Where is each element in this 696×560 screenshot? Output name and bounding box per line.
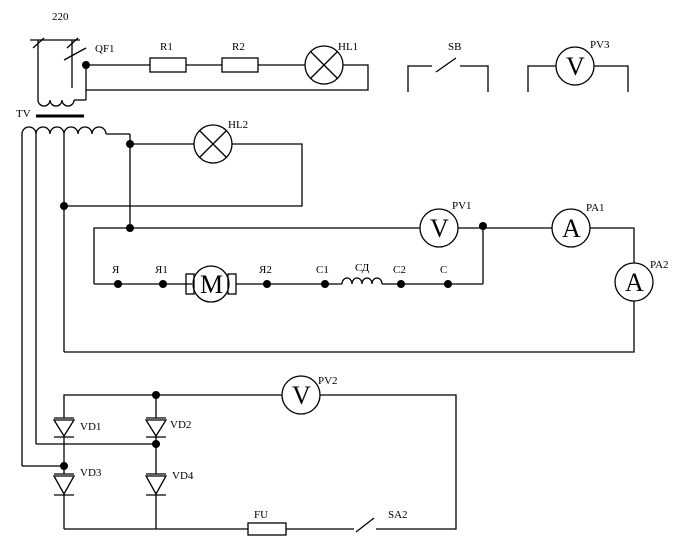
voltmeter-pv1-symbol: V — [430, 214, 449, 243]
terminal-c2 — [397, 280, 405, 288]
ammeter-pa2-label: PA2 — [650, 259, 669, 271]
voltmeter-pv2-symbol: V — [292, 381, 311, 410]
switch-sa2-label: SA2 — [388, 509, 408, 521]
diode-vd3 — [52, 473, 76, 496]
terminal-ya-label: Я — [112, 264, 120, 276]
terminal-ya — [114, 280, 122, 288]
motor-symbol: M — [200, 270, 223, 299]
diode-vd4 — [144, 473, 168, 496]
terminal-ya2 — [263, 280, 271, 288]
ammeter-pa2-symbol: A — [625, 268, 644, 297]
node — [60, 202, 68, 210]
fuse-fu-label: FU — [254, 509, 268, 521]
button-sb-label: SB — [448, 41, 461, 53]
diode-vd1 — [52, 417, 76, 438]
switch-sa2 — [355, 517, 375, 533]
voltmeter-pv1-label: PV1 — [452, 200, 472, 212]
diode-vd2-label: VD2 — [170, 419, 191, 431]
fuse-fu — [247, 522, 287, 536]
diode-vd3-label: VD3 — [80, 467, 102, 479]
voltmeter-pv3-label: PV3 — [590, 39, 610, 51]
ammeter-pa1-label: PA1 — [586, 202, 605, 214]
terminal-c — [444, 280, 452, 288]
diode-vd1-label: VD1 — [80, 421, 101, 433]
resistor-r2 — [221, 57, 259, 73]
transformer-secondary-winding — [21, 126, 131, 466]
series-winding — [341, 277, 383, 285]
terminal-ya1 — [159, 280, 167, 288]
button-sb — [407, 57, 489, 92]
lamp-hl2 — [193, 124, 233, 164]
terminal-c2-label: С2 — [393, 264, 406, 276]
node — [82, 61, 90, 69]
resistor-r1 — [149, 57, 187, 73]
voltmeter-pv2-label: PV2 — [318, 375, 338, 387]
lamp-hl2-label: HL2 — [228, 119, 248, 131]
terminal-ya1-label: Я1 — [155, 264, 168, 276]
voltmeter-pv3-symbol: V — [566, 52, 585, 81]
terminal-ya2-label: Я2 — [259, 264, 272, 276]
node — [152, 440, 160, 448]
resistor-r1-label: R1 — [160, 41, 173, 53]
breaker-label: QF1 — [95, 43, 115, 55]
series-winding-label: СД — [355, 262, 370, 274]
node — [60, 462, 68, 470]
terminal-c1-label: С1 — [316, 264, 329, 276]
voltmeter-pv3 — [527, 46, 629, 92]
ammeter-pa1-symbol: A — [562, 214, 581, 243]
diode-vd2 — [144, 417, 168, 438]
lamp-hl1-label: HL1 — [338, 41, 358, 53]
supply-input — [30, 37, 87, 88]
transformer-label: TV — [16, 108, 31, 120]
supply-voltage-label: 220 — [52, 11, 69, 23]
resistor-r2-label: R2 — [232, 41, 245, 53]
terminal-c-label: С — [440, 264, 447, 276]
terminal-c1 — [321, 280, 329, 288]
supply-winding — [37, 65, 87, 107]
diode-vd4-label: VD4 — [172, 470, 194, 482]
